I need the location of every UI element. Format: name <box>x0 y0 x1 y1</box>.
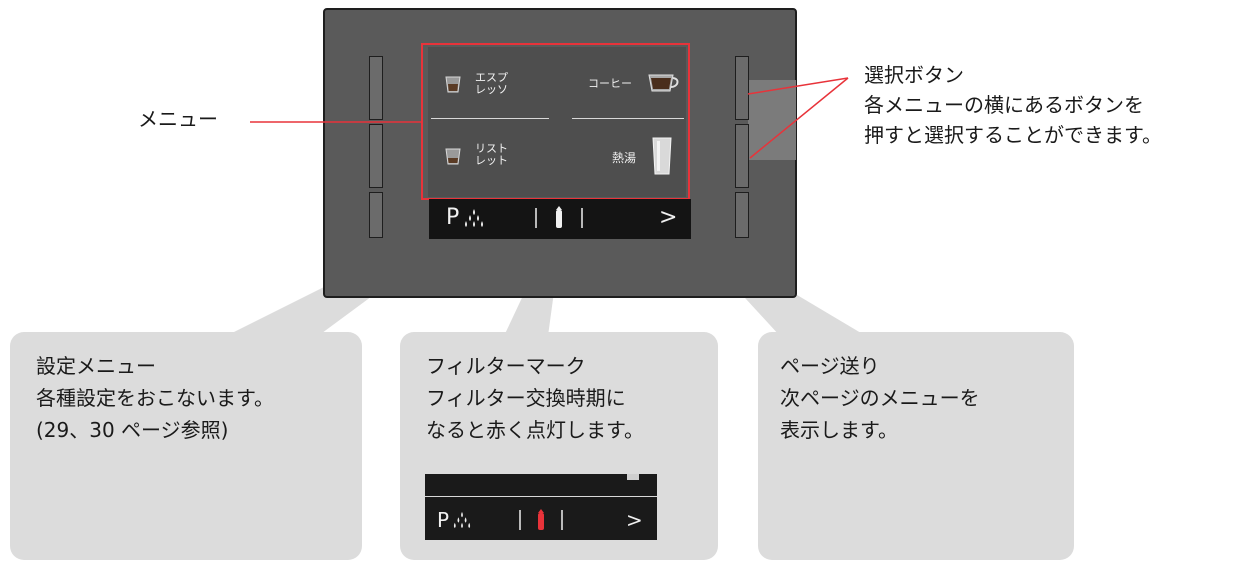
mini-filter-mark-red-icon <box>519 509 563 530</box>
menu-item-espresso[interactable]: エスプ レッソ <box>475 72 535 96</box>
settings-callout-line1: 各種設定をおこないます。 <box>36 386 274 410</box>
next-page-callout-title: ページ送り <box>780 354 880 378</box>
settings-button[interactable]: P <box>446 204 459 232</box>
next-page-callout-line2: 表示します。 <box>780 418 898 442</box>
menu-highlight-frame <box>421 43 690 200</box>
hot-water-glass-icon <box>652 137 672 175</box>
espresso-label-line2: レッソ <box>475 83 508 96</box>
coffee-cup-icon <box>648 74 679 92</box>
select-button-title: 選択ボタン <box>864 63 964 87</box>
filter-mark-icon[interactable] <box>534 204 586 232</box>
filter-callout-line1: フィルター交換時期に <box>426 386 626 410</box>
menu-pointer-line <box>250 121 422 123</box>
settings-callout-line2: (29、30 ページ参照) <box>36 418 229 442</box>
right-select-button-2[interactable] <box>735 124 749 188</box>
select-button-pointer-lines <box>747 77 849 159</box>
settings-callout-title: 設定メニュー <box>36 354 156 378</box>
menu-divider-right <box>572 118 684 119</box>
select-button-desc-line2: 押すと選択することができます。 <box>864 123 1162 147</box>
right-select-button-1[interactable] <box>735 56 749 120</box>
left-select-button-2[interactable] <box>369 124 383 188</box>
next-page-callout-box <box>758 332 1074 560</box>
filter-callout-line2: なると赤く点灯します。 <box>426 418 644 442</box>
menu-item-coffee[interactable]: コーヒー <box>588 77 632 90</box>
right-select-button-3[interactable] <box>735 192 749 238</box>
ristretto-glass-icon <box>445 148 461 165</box>
menu-item-ristretto[interactable]: リスト レット <box>475 143 535 167</box>
water-drops-icon <box>465 209 483 227</box>
select-button-label: 選択ボタン 各メニューの横にあるボタンを 押すと選択することができます。 <box>864 60 1162 150</box>
mini-glass-stub <box>627 474 639 480</box>
next-page-button[interactable]: > <box>659 205 678 230</box>
next-page-callout-text: ページ送り 次ページのメニューを 表示します。 <box>780 350 980 446</box>
menu-screen <box>428 47 686 197</box>
ristretto-label-line2: レット <box>475 154 508 167</box>
menu-item-hot-water[interactable]: 熱湯 <box>612 151 637 165</box>
espresso-glass-icon <box>445 76 461 93</box>
espresso-label-line1: エスプ <box>475 71 508 84</box>
menu-label: メニュー <box>138 107 218 131</box>
settings-symbol: P <box>446 205 460 230</box>
ristretto-label-line1: リスト <box>475 142 508 155</box>
mini-divider <box>425 496 657 497</box>
mini-water-drops-icon <box>453 511 471 529</box>
next-page-callout-line1: 次ページのメニューを <box>780 386 980 410</box>
settings-callout-box <box>10 332 362 560</box>
mini-next-symbol: > <box>626 508 643 532</box>
select-button-desc-line1: 各メニューの横にあるボタンを <box>864 93 1144 117</box>
left-select-button-1[interactable] <box>369 56 383 120</box>
settings-callout-text: 設定メニュー 各種設定をおこないます。 (29、30 ページ参照) <box>36 350 274 446</box>
left-select-button-3[interactable] <box>369 192 383 238</box>
filter-callout-title: フィルターマーク <box>426 354 586 378</box>
filter-callout-text: フィルターマーク フィルター交換時期に なると赤く点灯します。 <box>426 350 644 446</box>
menu-divider-left <box>431 118 549 119</box>
mini-settings-symbol: P <box>437 508 450 532</box>
